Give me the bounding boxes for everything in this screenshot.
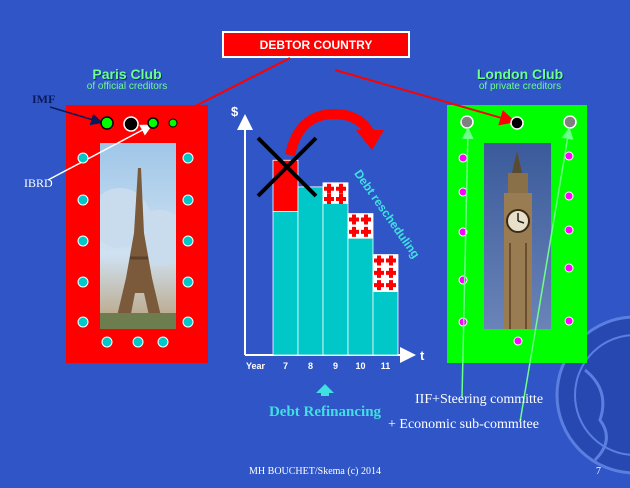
paris-member-dots <box>77 116 194 348</box>
creditor-dot <box>132 336 144 348</box>
creditor-dot <box>157 336 169 348</box>
imf-dot <box>100 116 114 130</box>
steering-dot <box>563 115 577 129</box>
pattern-cross <box>349 214 359 225</box>
debt-bar-10 <box>347 237 374 356</box>
creditor-dot <box>182 316 194 328</box>
creditor-dot <box>77 276 89 288</box>
year-tick-11: 11 <box>380 361 391 371</box>
creditor-dot <box>168 118 178 128</box>
year-tick-10: 10 <box>355 361 366 371</box>
steering-pointer <box>519 127 574 423</box>
rescheduling-arrowhead <box>356 130 384 150</box>
imf-label: IMF <box>32 92 56 106</box>
london-club-subtitle: of private creditors <box>478 81 562 92</box>
bank-dot <box>564 263 574 273</box>
creditor-dot <box>77 194 89 206</box>
pattern-cross <box>374 255 384 266</box>
pattern-cross <box>361 214 371 225</box>
debtor-country-label: DEBTOR COUNTRY <box>259 38 373 52</box>
creditor-dot <box>77 316 89 328</box>
debt-bar-8 <box>297 186 324 356</box>
iif-steering-label: IIF+Steering committe <box>415 392 544 407</box>
debtor-dot-london <box>510 116 524 130</box>
eiffel-tower-photo <box>100 143 176 329</box>
debt-bar-7 <box>272 211 299 356</box>
creditor-dot <box>182 276 194 288</box>
pattern-cross <box>374 267 384 278</box>
page-number: 7 <box>596 466 601 477</box>
rescheduled-segment-10 <box>347 213 374 239</box>
pattern-cross <box>349 226 359 237</box>
london-club-title: London Club <box>476 66 564 82</box>
london-member-dots <box>458 115 577 346</box>
big-ben-icon <box>504 151 532 329</box>
year-tick-8: 8 <box>307 361 313 371</box>
debtor-to-paris-arrow <box>154 57 291 127</box>
imf-pointer <box>49 106 103 126</box>
refinancing-up-arrow-icon <box>316 384 334 396</box>
bank-dot <box>564 191 574 201</box>
year-tick-9: 9 <box>332 361 338 371</box>
bank-dot <box>458 275 468 285</box>
rescheduling-curve-arrow <box>285 109 375 157</box>
debt-bar-9 <box>322 202 349 356</box>
ibrd-pointer <box>47 124 153 181</box>
big-ben-photo <box>484 143 551 329</box>
debtor-to-london-arrow <box>334 69 516 126</box>
pattern-cross <box>361 226 371 237</box>
paris-club-subtitle: of official creditors <box>86 81 168 92</box>
bars-group <box>272 159 399 356</box>
creditor-dot <box>182 152 194 164</box>
ibrd-dot <box>147 117 159 129</box>
iif-pointer <box>461 127 474 399</box>
debtor-country-box: DEBTOR COUNTRY <box>222 31 410 58</box>
year-axis-label: Year <box>246 361 266 371</box>
pattern-cross <box>324 183 334 194</box>
bank-dot <box>564 151 574 161</box>
debtor-dot-paris <box>123 116 139 132</box>
economic-subcommittee-label: + Economic sub-commitee <box>388 417 539 432</box>
pattern-cross <box>324 194 334 205</box>
debt-chart <box>237 114 416 363</box>
pattern-cross <box>374 280 384 291</box>
pattern-cross <box>336 183 346 194</box>
x-axis-label: t <box>420 348 425 363</box>
paris-club-title: Paris Club <box>92 66 162 82</box>
creditor-dot <box>182 235 194 247</box>
creditor-dot <box>77 235 89 247</box>
bank-dot <box>458 153 468 163</box>
creditor-dot <box>101 336 113 348</box>
bank-dot <box>564 316 574 326</box>
cross-line <box>256 136 318 198</box>
year-tick-7: 7 <box>282 361 288 371</box>
eiffel-tower-icon <box>100 168 176 329</box>
debt-refinancing-label: Debt Refinancing <box>268 404 382 420</box>
pattern-cross <box>386 255 396 266</box>
pattern-cross <box>386 267 396 278</box>
debt-bar-11 <box>372 291 399 356</box>
pattern-cross <box>386 280 396 291</box>
pattern-cross <box>336 194 346 205</box>
y-axis-label: $ <box>231 104 239 119</box>
iif-dot <box>460 115 474 129</box>
footer-credit: MH BOUCHET/Skema (c) 2014 <box>249 466 381 477</box>
creditor-dot <box>182 194 194 206</box>
bank-dot <box>564 225 574 235</box>
ibrd-label: IBRD <box>24 176 53 190</box>
creditor-dot <box>77 152 89 164</box>
bank-dot <box>513 336 523 346</box>
